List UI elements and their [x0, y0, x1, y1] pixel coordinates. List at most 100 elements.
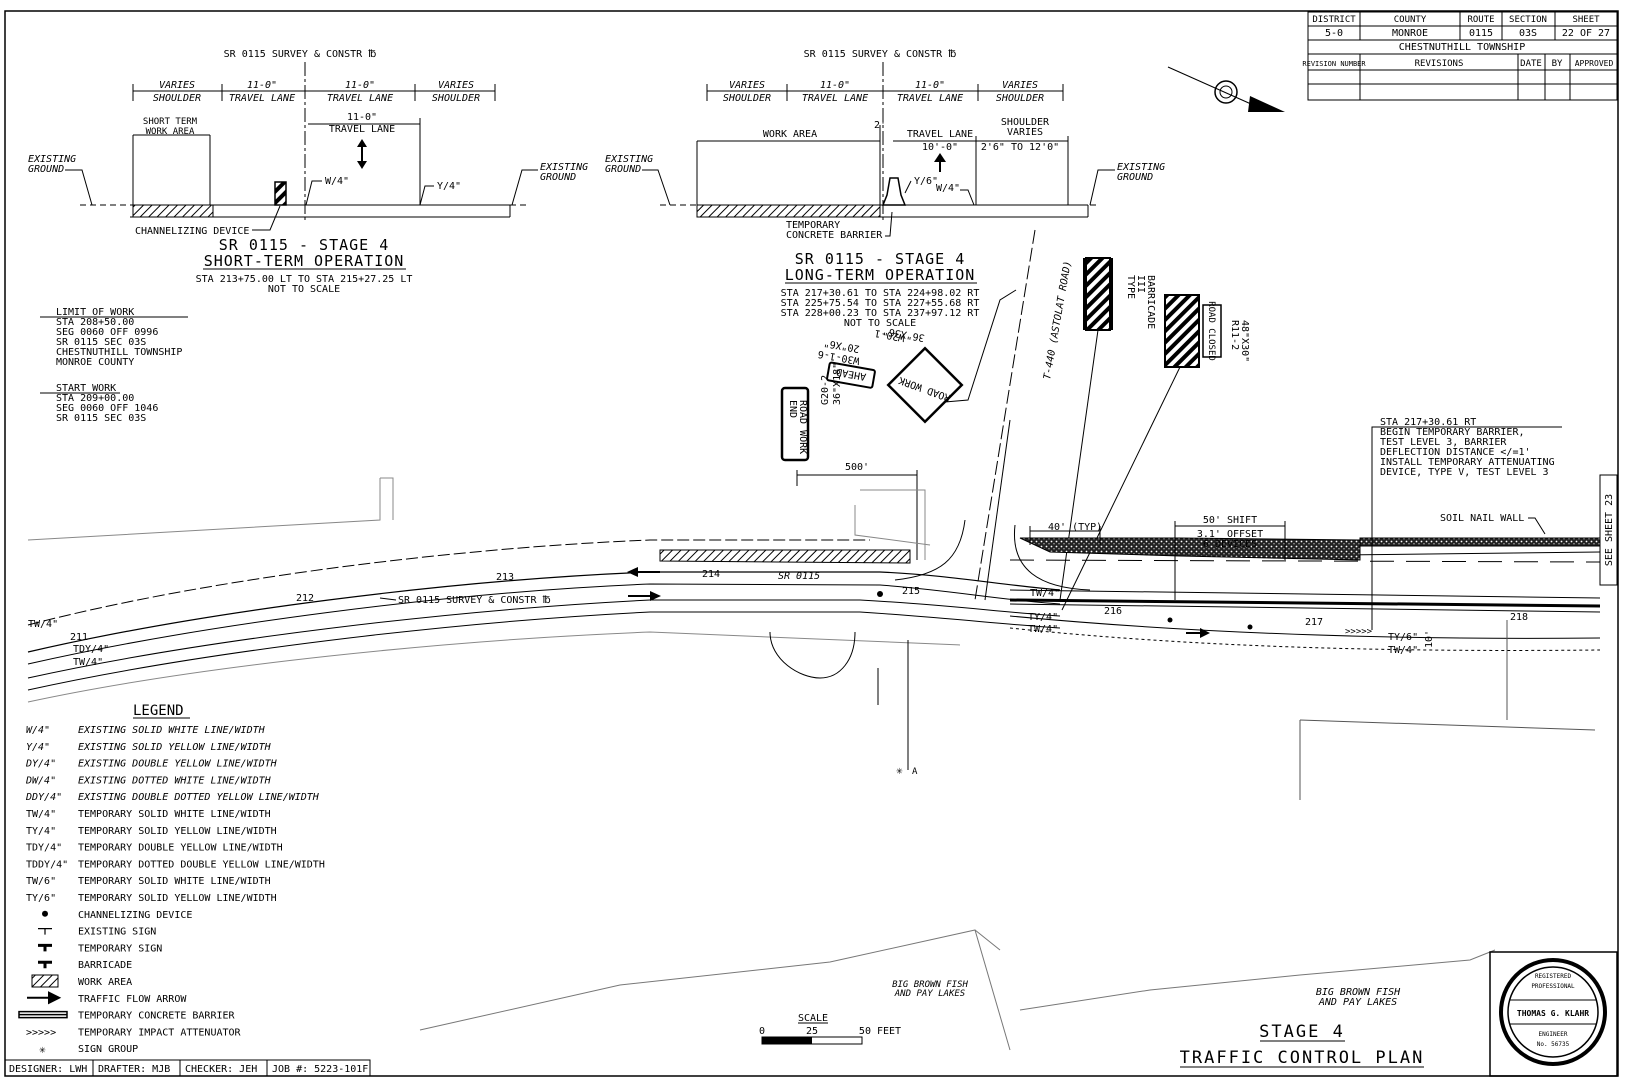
tb-revisions: REVISIONS: [1415, 59, 1464, 69]
plan-tw4-b: TW/4": [73, 657, 103, 668]
plan-tw4-e: TW/4": [1388, 645, 1418, 656]
legend-desc: TEMPORARY SOLID YELLOW LINE/WIDTH: [78, 893, 277, 904]
station-215: 215: [902, 586, 920, 597]
type-iii-barricade-icon: [1085, 257, 1111, 331]
station-211: 211: [70, 632, 88, 643]
tb-township: CHESTNUTHILL TOWNSHIP: [1399, 42, 1525, 53]
start-work-0: START WORK: [56, 383, 116, 394]
seal-line2: PROFESSIONAL: [1531, 983, 1575, 990]
north-arrow-icon: [1167, 66, 1285, 112]
station-212: 212: [296, 593, 314, 604]
st-travel-lane: TRAVEL LANE: [329, 124, 395, 135]
dist-500: 500': [845, 462, 869, 473]
note-line-2: TEST LEVEL 3, BARRIER: [1380, 437, 1507, 448]
legend-symbol-barrier-icon: [18, 1010, 68, 1019]
tb-date: DATE: [1520, 59, 1542, 69]
st-y4: Y/4": [437, 181, 461, 192]
lt-concrete-barrier-icon: [881, 177, 907, 206]
legend-desc: TEMPORARY SOLID WHITE LINE/WIDTH: [78, 809, 271, 820]
limit-work-3: SR 0115 SEC 03S: [56, 337, 146, 348]
st-lane-2: TRAVEL LANE: [229, 93, 295, 104]
legend-desc: TRAFFIC FLOW ARROW: [78, 994, 187, 1005]
note-line-4: INSTALL TEMPORARY ATTENUATING: [1380, 457, 1555, 468]
sheet-border: [4, 10, 1619, 1077]
legend-code: TY/4": [26, 826, 56, 837]
st-w4: W/4": [325, 176, 349, 187]
legend-row: DW/4"EXISTING DOTTED WHITE LINE/WIDTH: [25, 775, 272, 786]
plan-tw4-a: TW/4": [28, 619, 58, 630]
lt-sta-1: STA 217+30.61 TO STA 224+98.02 RT: [781, 288, 980, 299]
plan-tdy4: TDY/4": [73, 644, 109, 655]
plan-tw4-c: TW/4": [1030, 588, 1060, 599]
lt-subtitle: LONG-TERM OPERATION: [785, 266, 976, 284]
legend-row: WORK AREA: [31, 974, 132, 988]
forty-typ: 40' (TYP): [1048, 522, 1102, 533]
legend-title: LEGEND: [133, 703, 184, 719]
st-sta: STA 213+75.00 LT TO STA 215+27.25 LT: [196, 274, 413, 285]
legend-code: TDY/4": [26, 843, 62, 854]
tb-approved: APPROVED: [1575, 59, 1614, 68]
st-channelizing-device-icon: [274, 181, 287, 206]
lt-dim-4: VARIES: [1002, 80, 1038, 91]
legend-desc: TEMPORARY DOUBLE YELLOW LINE/WIDTH: [78, 843, 283, 854]
tb-section: 03S: [1519, 28, 1537, 39]
legend-desc: CHANNELIZING DEVICE: [78, 910, 192, 921]
scale-tick-0: 0: [759, 1026, 765, 1037]
tb-district: 5-0: [1325, 28, 1343, 39]
lt-lane-2: TRAVEL LANE: [802, 93, 868, 104]
legend-desc: BARRICADE: [78, 960, 132, 971]
legend-desc: EXISTING SIGN: [78, 927, 156, 938]
st-dim-1: VARIES: [159, 80, 195, 91]
start-work-3: SR 0115 SEC 03S: [56, 413, 146, 424]
st-centerline: SR 0115 SURVEY & CONSTR ℔: [224, 49, 377, 60]
legend-code: TY/6": [26, 893, 56, 904]
tb-header-section: SECTION: [1509, 15, 1547, 25]
tb-header-county: COUNTY: [1394, 15, 1427, 25]
legend-symbol-barricade-icon: [38, 960, 52, 969]
footer-designer: DESIGNER: LWH: [9, 1064, 87, 1075]
legend-row: BARRICADE: [38, 960, 132, 971]
st-dim-3: 11-0": [345, 80, 375, 91]
legend-row: TW/4"TEMPORARY SOLID WHITE LINE/WIDTH: [26, 809, 271, 820]
tb-route: 0115: [1469, 28, 1493, 39]
note-line-1: BEGIN TEMPORARY BARRIER,: [1380, 427, 1525, 438]
tb-rev-number: REVISION NUMBER: [1302, 60, 1366, 68]
st-travel-dim: 11-0": [347, 112, 377, 123]
title-block: DISTRICT COUNTY ROUTE SECTION SHEET 5-0 …: [1302, 11, 1618, 101]
legend-code: DY/4": [25, 759, 56, 770]
legend-desc: TEMPORARY SOLID YELLOW LINE/WIDTH: [78, 826, 277, 837]
st-dim-4: VARIES: [438, 80, 474, 91]
scale-tick-25: 25: [806, 1026, 818, 1037]
lt-ten-ft: 10'-0": [922, 142, 958, 153]
legend-symbol-arrow-icon: [27, 991, 62, 1005]
start-work-2: SEG 0060 OFF 1046: [56, 403, 158, 414]
r11-2-label: R11-248"X30": [1229, 320, 1250, 362]
station-217: 217: [1305, 617, 1323, 628]
impact-attenuator: >>>>>: [1345, 627, 1373, 637]
legend-code: >>>>>: [26, 1027, 56, 1038]
legend-row: DY/4"EXISTING DOUBLE YELLOW LINE/WIDTH: [25, 759, 278, 770]
seal-line4: ENGINEER: [1539, 1031, 1568, 1038]
station-214: 214: [702, 569, 720, 580]
plan-work-area-hatch: [659, 549, 911, 564]
limit-of-work-note: LIMIT OF WORK STA 208+50.00 SEG 0060 OFF…: [40, 307, 188, 368]
legend-row: W/4"EXISTING SOLID WHITE LINE/WIDTH: [26, 725, 266, 736]
plan-ten: 10': [1424, 630, 1435, 648]
station-213: 213: [496, 572, 514, 583]
note-line-3: DEFLECTION DISTANCE </=1': [1380, 447, 1531, 458]
seal-top: REGISTERED: [1535, 973, 1572, 980]
legend-row: TY/4" TEMPORARY SOLID YELLOW LINE/WIDTH: [26, 826, 277, 837]
legend-code: Y/4": [26, 742, 50, 753]
lt-lane-1: SHOULDER: [723, 93, 771, 104]
sign-a-label: A: [912, 767, 918, 777]
legend-row: TDDY/4"TEMPORARY DOTTED DOUBLE YELLOW LI…: [26, 859, 325, 870]
signs-group: ROAD WORK W20-1 36"X36" AHEAD W30-1-6 20…: [780, 257, 1250, 611]
scale-tick-50: 50 FEET: [859, 1026, 901, 1037]
legend-row: TEMPORARY SIGN: [38, 943, 162, 954]
sr0115-label: SR 0115: [778, 571, 820, 582]
